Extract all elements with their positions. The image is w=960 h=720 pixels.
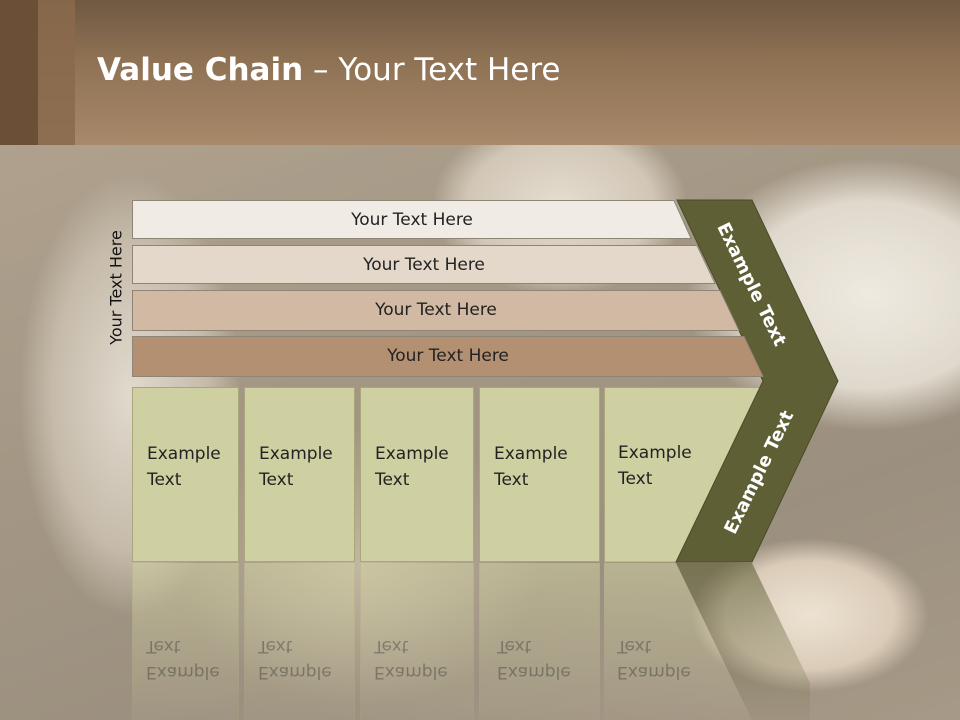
title-bold: Value Chain: [97, 52, 304, 88]
header-accent-strip-light: [38, 0, 75, 145]
row-3-shape: [132, 290, 740, 331]
activity-box-4[interactable]: Example Text: [479, 387, 600, 562]
row-4[interactable]: Your Text Here: [132, 336, 764, 377]
header-accent-strip: [0, 0, 38, 145]
header-band: Value Chain – Your Text Here: [0, 0, 960, 145]
row-1[interactable]: Your Text Here: [132, 200, 692, 239]
activity-box-2[interactable]: Example Text: [244, 387, 355, 562]
box-2-line-2: Text: [259, 470, 294, 490]
row-2-shape: [132, 245, 716, 284]
box-4-line-2: Text: [494, 470, 529, 490]
box-2-line-1: Example: [259, 444, 333, 464]
box-5-line-1: Example: [618, 443, 692, 463]
reflection-chevron: [604, 563, 810, 720]
reflection-box-3: [360, 563, 474, 720]
box-3-line-1: Example: [375, 444, 449, 464]
row-1-label: Your Text Here: [351, 209, 473, 230]
activity-box-3[interactable]: Example Text: [360, 387, 474, 562]
box-5-line-2: Text: [618, 469, 653, 489]
row-1-shape: [132, 200, 692, 239]
slide-title[interactable]: Value Chain – Your Text Here: [97, 52, 560, 96]
row-4-label: Your Text Here: [387, 345, 509, 366]
activity-box-1[interactable]: Example Text: [132, 387, 239, 562]
reflection-box-1: [132, 563, 239, 720]
box-1-line-2: Text: [147, 470, 182, 490]
box-3-line-2: Text: [375, 470, 410, 490]
box-4-line-1: Example: [494, 444, 568, 464]
row-3[interactable]: Your Text Here: [132, 290, 740, 331]
row-2[interactable]: Your Text Here: [132, 245, 716, 284]
row-4-shape: [132, 336, 764, 377]
activity-box-5[interactable]: Example Text: [604, 387, 724, 562]
title-rest: – Your Text Here: [303, 52, 561, 88]
row-3-label: Your Text Here: [375, 299, 497, 320]
row-2-label: Your Text Here: [363, 254, 485, 275]
reflection-box-4: [479, 563, 600, 720]
reflection-box-2: [244, 563, 355, 720]
box-1-line-1: Example: [147, 444, 221, 464]
